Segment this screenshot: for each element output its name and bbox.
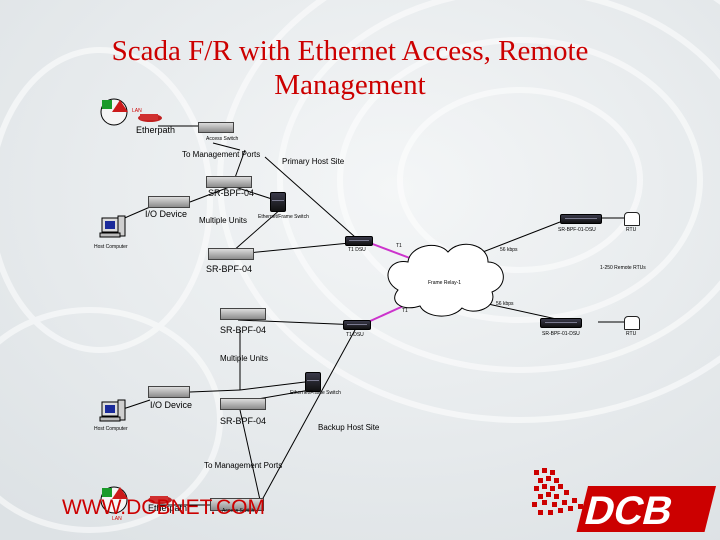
etherpath-label-top: Etherpath bbox=[136, 125, 176, 135]
srbpf-mid-label: SR-BPF-04 bbox=[206, 264, 253, 274]
lan-icon-bottom bbox=[100, 486, 128, 514]
access-switch-label-top: Access Switch bbox=[206, 136, 239, 142]
dcb-logo: DCB bbox=[532, 468, 717, 533]
logo-dots bbox=[532, 468, 583, 515]
connections bbox=[119, 125, 628, 506]
srbpf-mid-device bbox=[208, 248, 254, 260]
speed-label-1: 56 kbps bbox=[500, 247, 518, 253]
svg-text:DCB: DCB bbox=[580, 488, 678, 533]
mgmt-ports-label-bottom: To Management Ports bbox=[204, 461, 283, 470]
host-computer-icon-bottom bbox=[99, 399, 126, 422]
srbpf-primary-label: SR-BPF-04 bbox=[208, 188, 255, 198]
footer-url[interactable]: WWW.DCBNET.COM bbox=[62, 496, 265, 519]
lan-label-bottom: LAN bbox=[112, 516, 122, 522]
etherpath-icon-bottom bbox=[148, 496, 172, 504]
access-switch-bottom bbox=[210, 498, 264, 511]
srbpf-backup-label: SR-BPF-04 bbox=[220, 325, 267, 335]
t1-label-2: T1 bbox=[402, 308, 408, 314]
multiple-units-label-bottom: Multiple Units bbox=[220, 354, 269, 363]
logo-text: DCB bbox=[576, 486, 717, 533]
mgmt-ports-label-top: To Management Ports bbox=[182, 150, 261, 159]
remote-rtus-label: 1-250 Remote RTUs bbox=[600, 265, 646, 271]
srbpf-dsu-device-2 bbox=[540, 318, 582, 328]
etherpath-icon-top bbox=[138, 114, 162, 122]
access-switch-top bbox=[198, 122, 234, 133]
t1dsu-device-1 bbox=[345, 236, 373, 246]
speed-label-2: 56 kbps bbox=[496, 301, 514, 307]
io-device-top bbox=[148, 196, 190, 208]
io-device-label-bottom: I/O Device bbox=[150, 400, 193, 410]
srbpf-dsu-label-2: SR-BPF-01-DSU bbox=[542, 331, 580, 337]
t1-label-1: T1 bbox=[396, 243, 402, 249]
ethernet-frame-switch-label-top: Ethernet/Frame Switch bbox=[258, 214, 309, 220]
host-computer-label-bottom: Host Computer bbox=[94, 426, 128, 432]
t1dsu-label-1: T1 DSU bbox=[348, 247, 366, 253]
srbpf-primary-device bbox=[206, 176, 252, 188]
lan-label-top: LAN bbox=[132, 108, 142, 114]
host-computer-label-top: Host Computer bbox=[94, 244, 128, 250]
etherpath-label-bottom: Etherpath bbox=[148, 503, 188, 513]
ethernet-frame-switch-bottom bbox=[305, 372, 321, 392]
srbpf-bottom-device bbox=[220, 398, 266, 410]
io-device-bottom bbox=[148, 386, 190, 398]
lan-icon-top bbox=[100, 98, 128, 126]
rtu-label-1: RTU bbox=[626, 227, 637, 233]
srbpf-backup-device bbox=[220, 308, 266, 320]
io-device-label-top: I/O Device bbox=[145, 209, 188, 219]
access-switch-label-bottom: Access Switch bbox=[222, 508, 255, 514]
rtu-device-2 bbox=[624, 316, 640, 330]
page-title: Scada F/R with Ethernet Access, Remote M… bbox=[111, 35, 589, 101]
host-computer-icon-top bbox=[99, 215, 126, 238]
primary-host-label: Primary Host Site bbox=[282, 157, 345, 166]
frame-relay-label: Frame Relay-1 bbox=[428, 280, 462, 286]
srbpf-bottom-label: SR-BPF-04 bbox=[220, 416, 267, 426]
rtu-label-2: RTU bbox=[626, 331, 637, 337]
srbpf-dsu-device-1 bbox=[560, 214, 602, 224]
backup-host-label: Backup Host Site bbox=[318, 423, 380, 432]
ethernet-frame-switch-top bbox=[270, 192, 286, 212]
ethernet-frame-switch-label-bottom: Ethernet/Frame Switch bbox=[290, 390, 341, 396]
t1dsu-label-2: T1 DSU bbox=[346, 332, 364, 338]
frame-relay-cloud bbox=[387, 243, 504, 317]
srbpf-dsu-label-1: SR-BPF-01-DSU bbox=[558, 227, 596, 233]
rtu-device-1 bbox=[624, 212, 640, 226]
multiple-units-label-top: Multiple Units bbox=[199, 216, 248, 225]
t1dsu-device-2 bbox=[343, 320, 371, 330]
